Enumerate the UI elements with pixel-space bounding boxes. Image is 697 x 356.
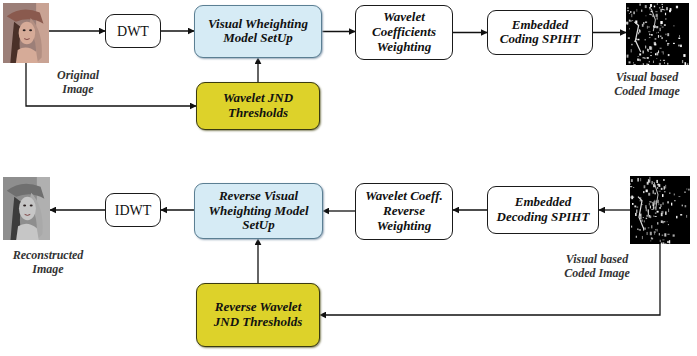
image-caption: Original Image	[50, 68, 106, 97]
process-box: Wavelet Coefficients Weighting	[355, 5, 453, 60]
box-label: Reverse Visual Wheighting Model SetUp	[200, 189, 317, 233]
box-label: Wavelet JND Thresholds	[202, 91, 314, 120]
flow-arrow	[257, 239, 258, 283]
flow-arrow	[161, 30, 194, 31]
process-box: Embedded Decoding SPIHT	[487, 186, 599, 234]
process-box: Embedded Coding SPIHT	[487, 10, 593, 55]
flow-arrow	[599, 209, 630, 210]
flow-arrow	[323, 210, 355, 211]
flow-arrow	[50, 209, 105, 210]
image-caption: Reconstructed Image	[2, 248, 94, 277]
source-image: Original Image	[3, 3, 49, 63]
box-label: Visual Wheighting Model SetUp	[200, 17, 316, 46]
image-caption: Visual based Coded Image	[560, 252, 634, 281]
process-box: Reverse Visual Wheighting Model SetUp	[194, 183, 323, 239]
flow-arrow	[593, 32, 626, 33]
flow-arrow	[257, 58, 258, 82]
lena-photo	[3, 3, 49, 63]
box-label: DWT	[117, 24, 149, 40]
coded-image: Visual based Coded Image	[626, 3, 689, 65]
coded-image: Visual based Coded Image	[630, 176, 690, 244]
box-label: Wavelet Coeff. Reverse Weighting	[361, 189, 447, 233]
box-label: IDWT	[115, 203, 152, 219]
output-image: Reconstructed Image	[3, 177, 50, 240]
flow-arrow	[322, 31, 355, 32]
threshold-box: Wavelet JND Thresholds	[196, 82, 320, 130]
lena-photo	[3, 177, 50, 240]
flow-arrow	[161, 209, 194, 210]
process-box: IDWT	[105, 193, 161, 227]
coded-image	[630, 176, 690, 244]
flow-arrow	[320, 244, 660, 315]
flow-arrow	[453, 209, 487, 210]
coded-image	[626, 3, 689, 65]
box-label: Embedded Decoding SPIHT	[493, 195, 593, 224]
flow-arrow	[26, 63, 196, 106]
box-label: Embedded Coding SPIHT	[493, 18, 587, 47]
box-label: Wavelet Coefficients Weighting	[361, 10, 447, 54]
threshold-box: Reverse Wavelet JND Thresholds	[196, 283, 320, 347]
process-box: DWT	[105, 14, 161, 48]
flow-arrow	[453, 32, 487, 33]
process-box: Visual Wheighting Model SetUp	[194, 5, 322, 58]
flow-arrow	[49, 30, 105, 31]
process-box: Wavelet Coeff. Reverse Weighting	[355, 183, 453, 240]
box-label: Reverse Wavelet JND Thresholds	[202, 300, 314, 329]
image-caption: Visual based Coded Image	[606, 70, 688, 99]
